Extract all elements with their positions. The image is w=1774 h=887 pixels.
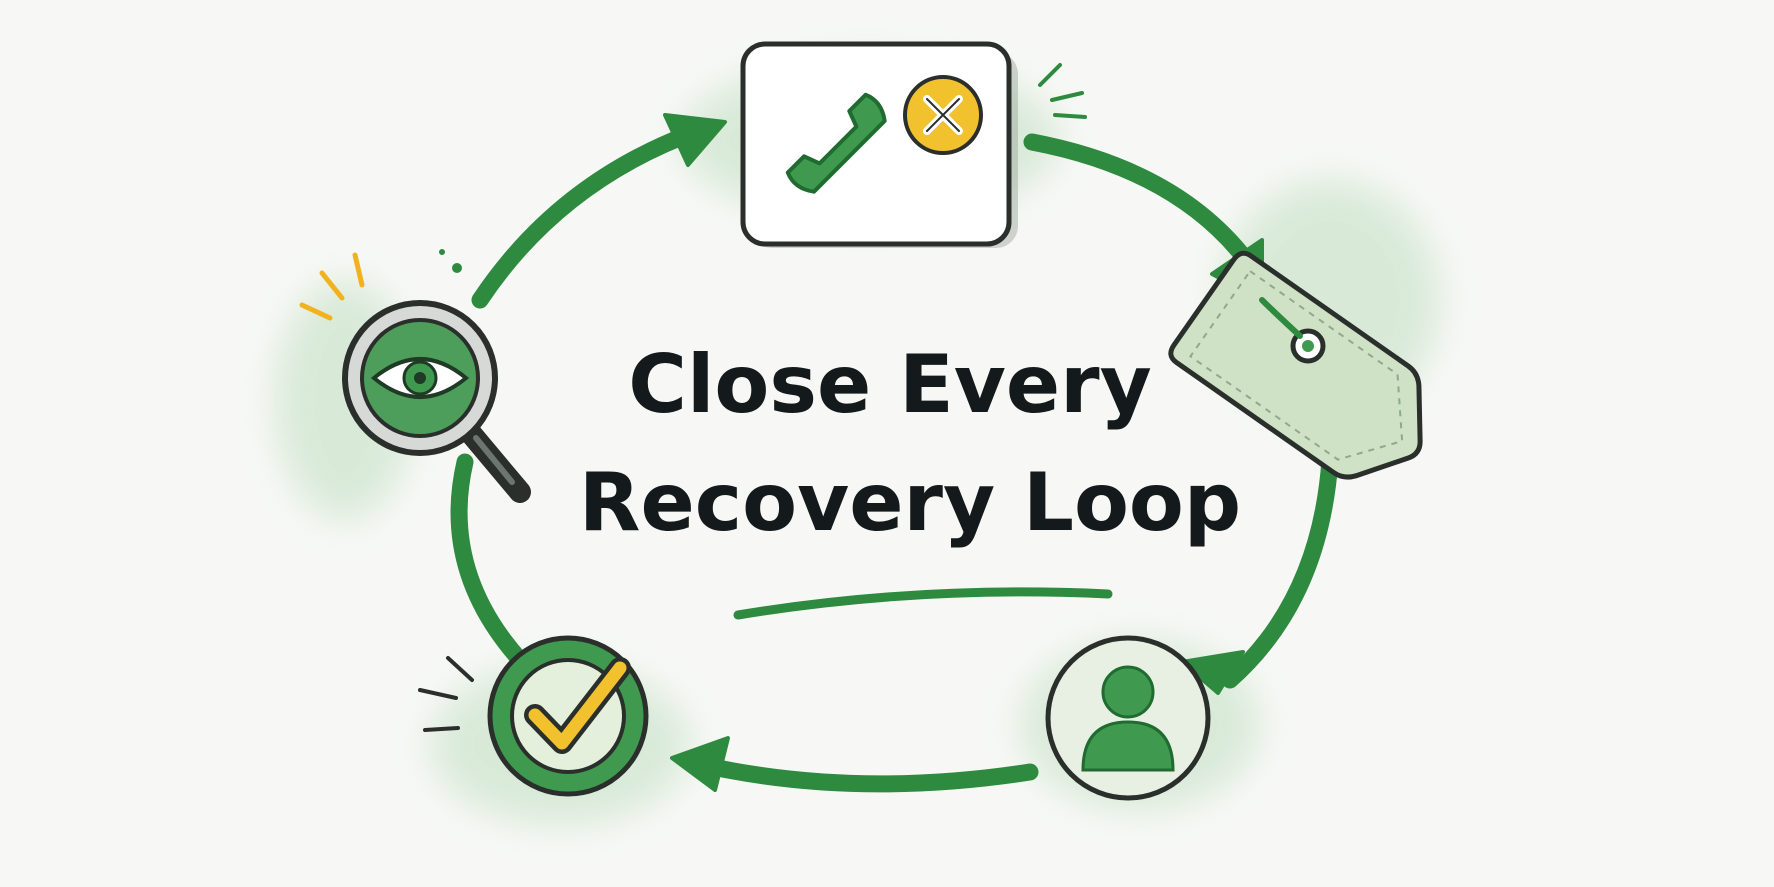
tag-hole-inner	[1302, 340, 1314, 352]
title-line-1: Close Every	[628, 338, 1151, 431]
arrow-customer-to-resolved	[681, 753, 1039, 793]
user-profile-icon	[1081, 665, 1175, 772]
arrow-review-to-call	[471, 121, 709, 309]
tag-string	[1259, 297, 1303, 339]
paint-dot-small	[439, 249, 445, 255]
arrowhead-to-call	[663, 113, 727, 167]
paint-dot	[452, 263, 462, 273]
customer-node	[1045, 635, 1211, 801]
attention-sparks	[299, 252, 365, 321]
missed-x-badge-icon	[903, 75, 983, 155]
alert-sparks	[1038, 63, 1087, 119]
arrowhead-to-resolved	[670, 736, 730, 792]
title-underline	[733, 587, 1113, 620]
arrow-resolved-to-review	[450, 453, 529, 669]
review-node	[299, 249, 531, 503]
missed-call-node	[740, 41, 1087, 248]
eye-icon	[370, 357, 470, 399]
arrowhead-to-customer	[1180, 650, 1245, 695]
resolved-node	[418, 635, 649, 797]
tag-node	[1168, 250, 1423, 480]
arrow-call-to-tag	[1023, 133, 1259, 274]
magnifier-handle-shine	[473, 435, 515, 485]
price-tag-icon	[1168, 250, 1423, 480]
checkmark-icon-fill	[528, 661, 627, 750]
phone-icon	[785, 92, 887, 194]
success-sparks	[418, 656, 474, 732]
loop-arrows	[450, 121, 1339, 793]
title-line-2: Recovery Loop	[579, 456, 1241, 549]
arrow-tag-to-customer	[1221, 451, 1339, 689]
